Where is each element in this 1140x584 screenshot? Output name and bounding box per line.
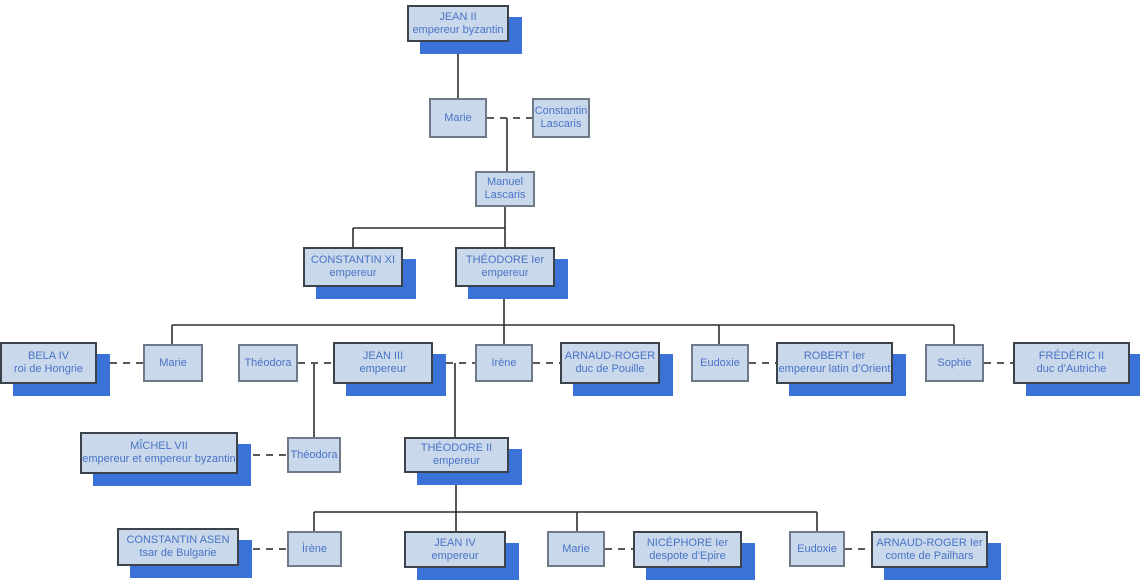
node-label-line: FRÉDÉRIC II (1038, 350, 1105, 362)
node-label-line: THÉODORE Ier (465, 254, 545, 266)
node-label-line: Irène (491, 356, 517, 369)
node-label-line: THÉODORE II (420, 442, 493, 454)
node-label-line: duc d’Autriche (1036, 363, 1107, 375)
node-label-line: NICÉPHORE Ier (646, 536, 729, 549)
node-label-line: empereur byzantin (412, 23, 504, 36)
node-label-line: Manuel (486, 176, 524, 188)
node-irene-2[interactable]: Ìrène (287, 531, 342, 567)
node-label-line: empereur (432, 455, 481, 467)
node-label-line: empereur (359, 363, 407, 375)
node-label-line: Ìrène (301, 542, 328, 555)
node-label-line: duc de Pouille (575, 363, 645, 375)
node-eudoxie-1[interactable]: Eudoxie (691, 344, 749, 382)
node-label-line: JEAN II (439, 10, 477, 23)
node-label-line: BELA IV (28, 350, 69, 362)
node-marie-2[interactable]: Marie (143, 344, 203, 382)
node-label-line: empereur et empereur byzantin (82, 453, 236, 465)
node-label-line: Marie (562, 542, 590, 555)
node-label-line: MÎCHEL VII (130, 440, 188, 452)
node-label-line: Constantin (534, 105, 588, 117)
node-marie-3[interactable]: Marie (547, 531, 605, 567)
node-irene-1[interactable]: Irène (475, 344, 533, 382)
node-label-line: ARNAUD-ROGER (564, 350, 656, 362)
node-label-line: CONSTANTIN ASEN (126, 534, 230, 546)
node-label-line: JEAN IV (434, 536, 476, 549)
node-label-line: Marie (159, 356, 187, 369)
node-label-line: Lascaris (540, 118, 582, 130)
node-label-line: ROBERT Ier (803, 350, 866, 362)
node-label-line: JEAN III (362, 350, 404, 362)
node-label-line: CONSTANTIN XI (310, 254, 396, 266)
node-label-line: Théodora (244, 356, 292, 369)
node-label-line: Eudoxie (700, 356, 740, 369)
node-sophie[interactable]: Sophie (925, 344, 984, 382)
node-label-line: Sophie (937, 356, 972, 369)
node-label-line: Lascaris (484, 189, 526, 201)
node-label-line: despote d’Epire (649, 549, 726, 562)
node-label-line: Marie (444, 111, 472, 124)
node-label-line: ARNAUD-ROGER Ier (876, 536, 983, 549)
node-label-line: roi de Hongrie (13, 363, 84, 375)
node-label-line: Théodora (290, 448, 338, 461)
node-label-line: Eudoxie (797, 542, 837, 555)
node-label-line: empereur (329, 267, 377, 279)
node-theodora-1[interactable]: Théodora (238, 344, 298, 382)
node-label-line: tsar de Bulgarie (139, 547, 217, 559)
node-eudoxie-2[interactable]: Eudoxie (789, 531, 845, 567)
node-label-line: empereur latin d’Orient (778, 363, 891, 375)
node-marie-1[interactable]: Marie (429, 98, 487, 138)
node-theodora-2[interactable]: Théodora (287, 437, 341, 473)
node-label-line: comte de Pailhars (885, 549, 974, 562)
node-label-line: empereur (431, 549, 479, 562)
node-label-line: empereur (481, 267, 529, 279)
